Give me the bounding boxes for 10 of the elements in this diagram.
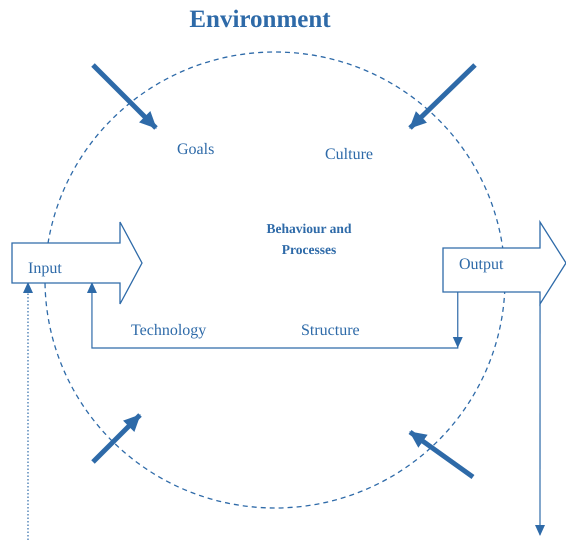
arrow-label: Output: [459, 256, 504, 274]
element-label: Culture: [325, 146, 373, 164]
diagram-title: Environment: [188, 6, 332, 34]
flow-arrow: [23, 282, 33, 540]
element-label: Structure: [301, 322, 360, 340]
flow-arrow: [535, 304, 545, 536]
element-label: Technology: [131, 322, 206, 340]
center-label: Behaviour and Processes: [266, 220, 352, 259]
element-label: Goals: [177, 141, 214, 159]
arrow-label: Input: [28, 260, 62, 278]
